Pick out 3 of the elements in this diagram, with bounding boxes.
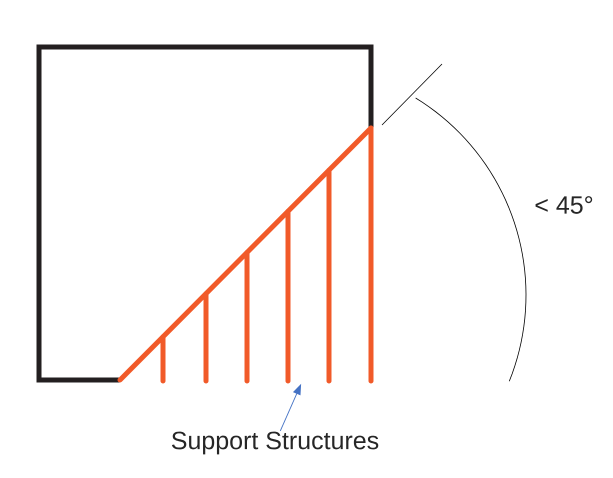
angle-label: < 45° [536,196,592,214]
callout-label: Support Structures [172,432,378,454]
support-structures [160,126,374,384]
